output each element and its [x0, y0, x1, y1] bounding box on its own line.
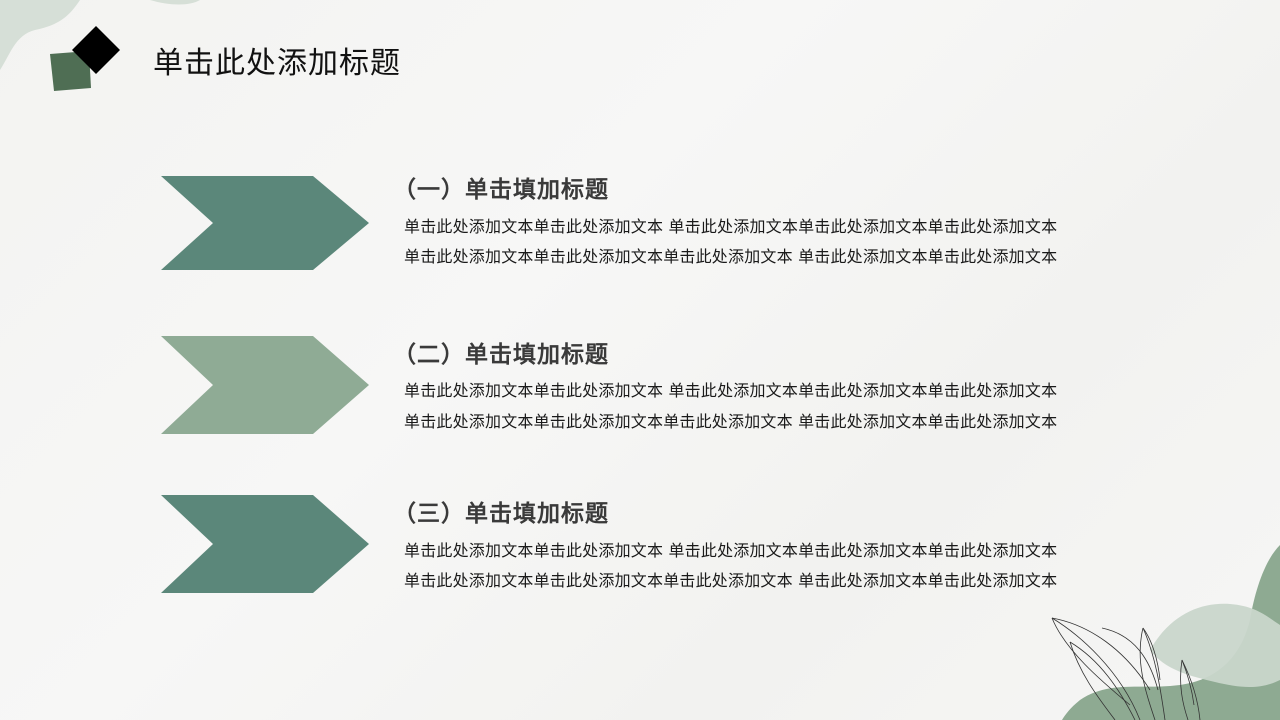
section-body-line[interactable]: 单击此处添加文本单击此处添加文本单击此处添加文本 单击此处添加文本单击此处添加文… — [404, 247, 1058, 266]
section-heading[interactable]: （三）单击填加标题 — [393, 501, 609, 527]
section-body-line[interactable]: 单击此处添加文本单击此处添加文本 单击此处添加文本单击此处添加文本单击此处添加文… — [404, 217, 1058, 236]
chevron-arrow-icon — [161, 336, 369, 434]
section-heading[interactable]: （一）单击填加标题 — [393, 177, 609, 203]
top-left-blob — [0, 0, 200, 70]
section-body-line[interactable]: 单击此处添加文本单击此处添加文本 单击此处添加文本单击此处添加文本单击此处添加文… — [404, 541, 1058, 560]
page-title[interactable]: 单击此处添加标题 — [153, 46, 401, 81]
chevron-arrow-icon — [161, 495, 369, 593]
section-body-line[interactable]: 单击此处添加文本单击此处添加文本单击此处添加文本 单击此处添加文本单击此处添加文… — [404, 571, 1058, 590]
section-body-line[interactable]: 单击此处添加文本单击此处添加文本单击此处添加文本 单击此处添加文本单击此处添加文… — [404, 412, 1058, 431]
chevron-arrow-icon — [161, 176, 369, 270]
section-heading[interactable]: （二）单击填加标题 — [393, 342, 609, 368]
bottom-right-leaf-decoration — [1051, 545, 1280, 720]
title-logo-icon — [50, 26, 120, 91]
section-body-line[interactable]: 单击此处添加文本单击此处添加文本 单击此处添加文本单击此处添加文本单击此处添加文… — [404, 381, 1058, 400]
